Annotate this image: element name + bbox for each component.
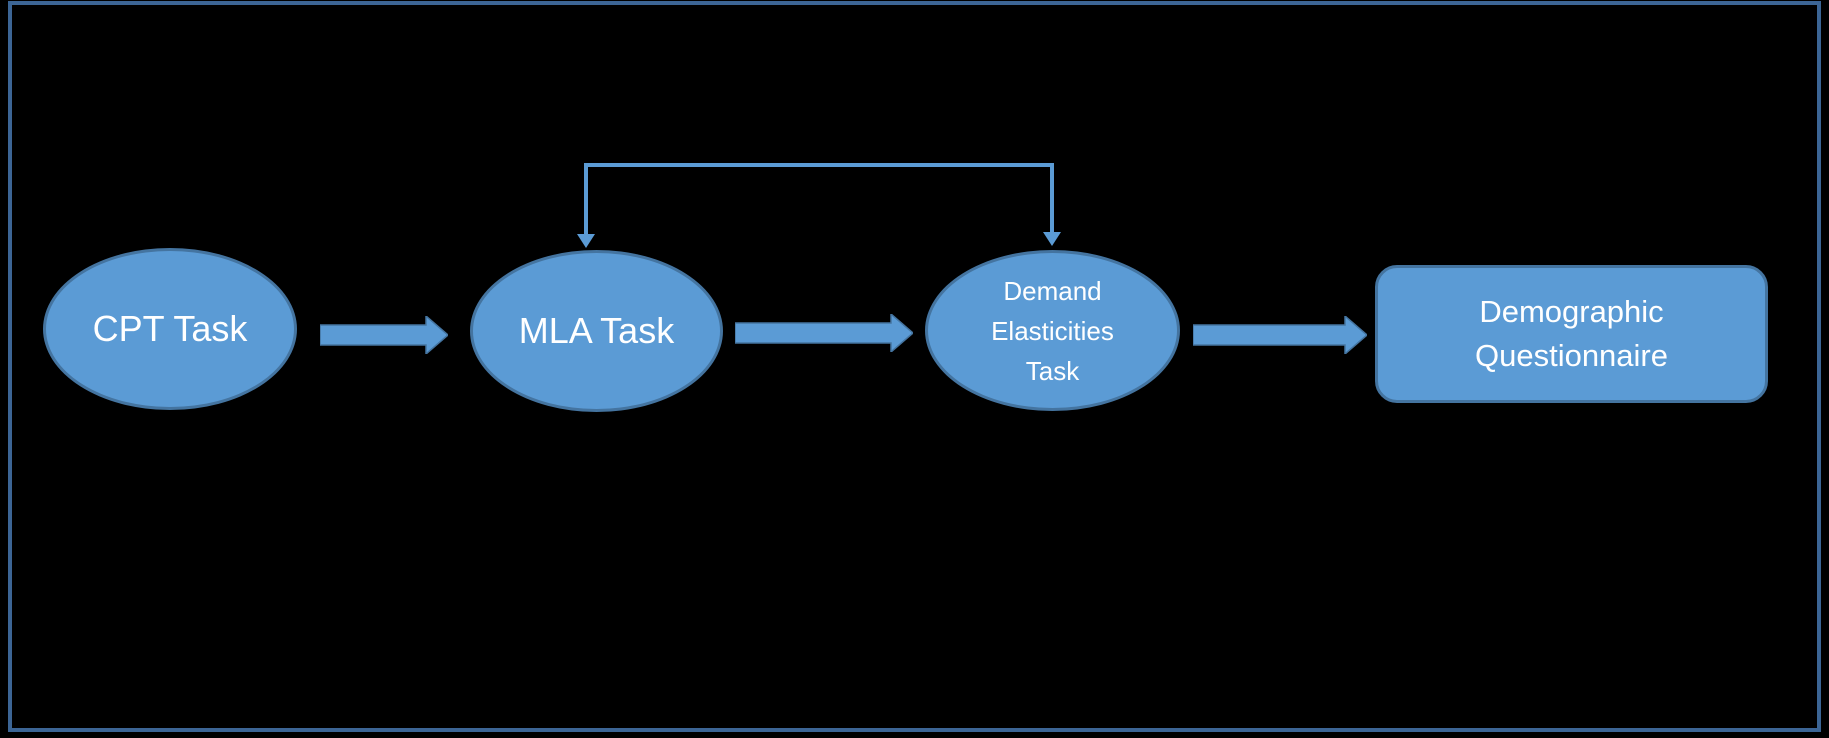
arrow-mla-to-demand (735, 314, 913, 352)
feedback-connector-right-vertical-segment (1050, 163, 1054, 233)
arrow-demand-to-demographic (1193, 316, 1367, 354)
feedback-connector-left-vertical-segment (584, 163, 588, 235)
node-cpt-task: CPT Task (43, 248, 297, 410)
node-cpt-task-label: CPT Task (92, 308, 248, 349)
node-demand-elasticities-task-label: Demand Elasticities Task (991, 275, 1114, 386)
node-mla-task-label: MLA Task (518, 310, 675, 351)
node-demographic-questionnaire: Demographic Questionnaire (1375, 265, 1768, 403)
node-demographic-questionnaire-label: Demographic Questionnaire (1474, 294, 1668, 373)
feedback-arrowhead-down-icon (1043, 232, 1061, 246)
diagram-frame-border (8, 1, 1821, 732)
feedback-arrowhead-down-icon (577, 234, 595, 248)
node-demand-elasticities-task: Demand Elasticities Task (925, 250, 1180, 411)
arrow-cpt-to-mla (320, 316, 448, 354)
feedback-connector-horizontal-segment (584, 163, 1054, 167)
node-mla-task: MLA Task (470, 250, 723, 412)
